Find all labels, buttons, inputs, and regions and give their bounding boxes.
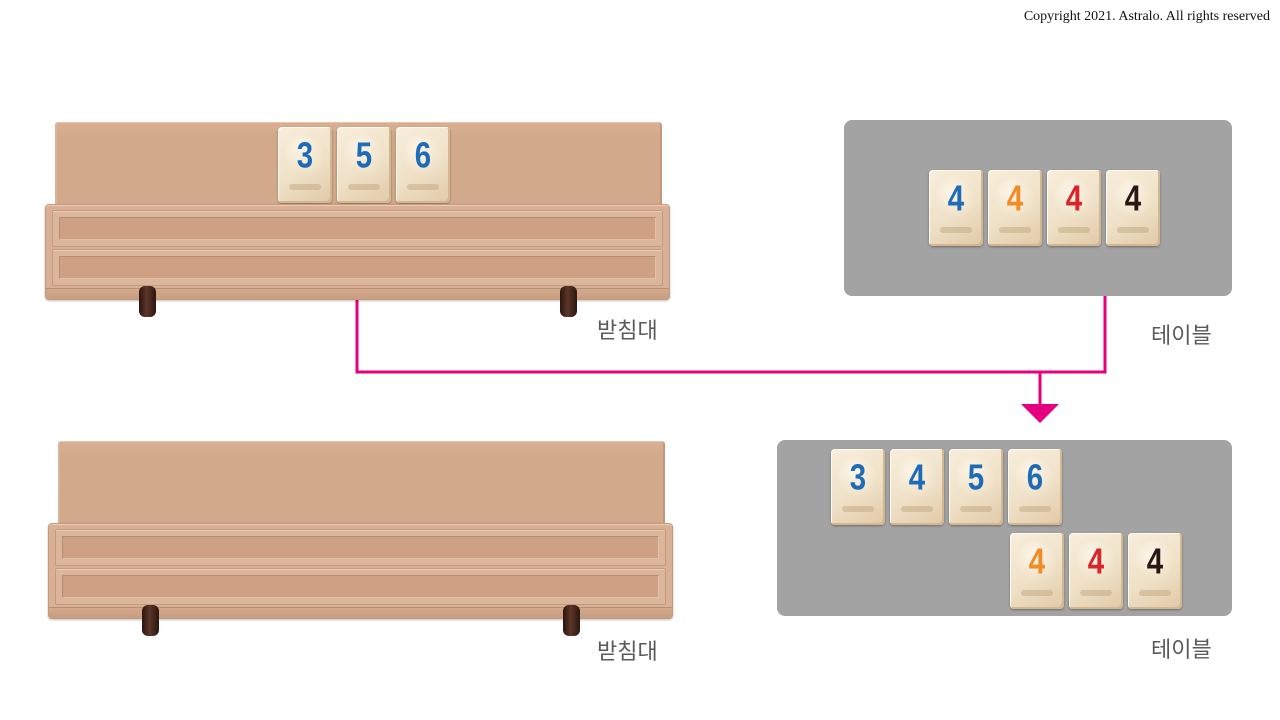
- tile-disc: [896, 456, 938, 498]
- tile-orange-4: 4: [988, 170, 1042, 246]
- tile-disc: [343, 134, 385, 176]
- rack-label: 받침대: [597, 639, 658, 664]
- tile-black-4: 4: [1128, 533, 1182, 609]
- tile-logo: [1139, 590, 1171, 596]
- tile-disc: [1134, 540, 1176, 582]
- tile-red-4: 4: [1069, 533, 1123, 609]
- table-label: 테이블: [1151, 637, 1212, 662]
- tile-disc: [284, 134, 326, 176]
- rack-ledge-lip: [49, 607, 672, 618]
- tile-disc: [1016, 540, 1058, 582]
- tile-number: 5: [355, 134, 373, 176]
- tile-blue-5: 5: [337, 127, 391, 203]
- tile-blue-6: 6: [396, 127, 450, 203]
- tile-number: 4: [1146, 540, 1164, 582]
- tile-disc: [1112, 177, 1154, 219]
- tile-black-4: 4: [1106, 170, 1160, 246]
- tile-number: 5: [967, 456, 985, 498]
- rack-groove: [52, 210, 663, 247]
- rack-ledge: [48, 523, 673, 619]
- tile-number: 4: [1124, 177, 1142, 219]
- tile-logo: [289, 184, 321, 190]
- tile-red-4: 4: [1047, 170, 1101, 246]
- table-label: 테이블: [1151, 323, 1212, 348]
- rack-ledge: [45, 204, 670, 300]
- tile-number: 4: [947, 177, 965, 219]
- tile-disc: [994, 177, 1036, 219]
- rack-label: 받침대: [597, 318, 658, 343]
- tile-disc: [1053, 177, 1095, 219]
- rack-foot-left: [139, 286, 156, 317]
- tile-logo: [842, 506, 874, 512]
- tile-logo: [960, 506, 992, 512]
- rack-groove: [55, 529, 666, 566]
- tile-number: 4: [1006, 177, 1024, 219]
- rack-groove-inner: [62, 575, 659, 598]
- tile-logo: [348, 184, 380, 190]
- rack-foot-right: [560, 286, 577, 317]
- tile-logo: [1019, 506, 1051, 512]
- rack-after: [48, 441, 673, 637]
- tile-blue-4: 4: [890, 449, 944, 525]
- tile-logo: [407, 184, 439, 190]
- rack-groove-inner: [62, 536, 659, 559]
- tile-logo: [1117, 227, 1149, 233]
- rack-groove-inner: [59, 217, 656, 240]
- tile-logo: [940, 227, 972, 233]
- rack-groove: [55, 568, 666, 605]
- arrow-down-icon: [1021, 404, 1059, 423]
- tile-blue-3: 3: [278, 127, 332, 203]
- copyright-notice: Copyright 2021. Astralo. All rights rese…: [1023, 9, 1270, 24]
- tile-number: 3: [849, 456, 867, 498]
- tile-blue-3: 3: [831, 449, 885, 525]
- tile-logo: [901, 506, 933, 512]
- tile-number: 4: [1065, 177, 1083, 219]
- tile-disc: [1075, 540, 1117, 582]
- tile-disc: [1014, 456, 1056, 498]
- tile-disc: [402, 134, 444, 176]
- tile-disc: [935, 177, 977, 219]
- tile-number: 4: [908, 456, 926, 498]
- connector-line: [355, 292, 1107, 374]
- rack-foot-left: [142, 605, 159, 636]
- tile-number: 6: [414, 134, 432, 176]
- rack-ledge-lip: [46, 288, 669, 299]
- tile-logo: [1021, 590, 1053, 596]
- tile-blue-5: 5: [949, 449, 1003, 525]
- rack-groove-inner: [59, 256, 656, 279]
- tile-disc: [837, 456, 879, 498]
- rack-groove: [52, 249, 663, 286]
- tile-number: 6: [1026, 456, 1044, 498]
- rack-foot-right: [563, 605, 580, 636]
- tile-number: 3: [296, 134, 314, 176]
- tile-blue-6: 6: [1008, 449, 1062, 525]
- tile-orange-4: 4: [1010, 533, 1064, 609]
- tile-disc: [955, 456, 997, 498]
- rack-back-panel: [58, 441, 665, 525]
- tile-logo: [1080, 590, 1112, 596]
- tile-logo: [999, 227, 1031, 233]
- tile-blue-4: 4: [929, 170, 983, 246]
- tile-number: 4: [1087, 540, 1105, 582]
- tile-number: 4: [1028, 540, 1046, 582]
- tile-logo: [1058, 227, 1090, 233]
